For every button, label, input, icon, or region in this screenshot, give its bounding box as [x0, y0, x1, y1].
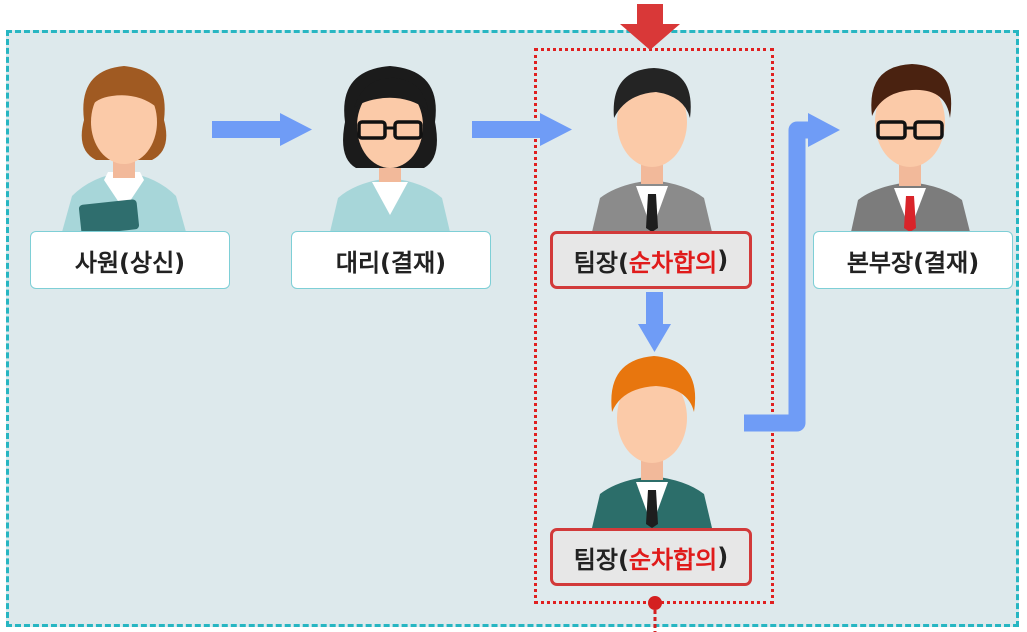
- flow-arrow-assistant-to-leader: [472, 113, 572, 146]
- team-leader-2-label-end: ): [717, 543, 729, 571]
- employee-avatar-icon: [62, 66, 186, 235]
- team-leader-2-avatar-icon: [592, 356, 712, 528]
- flow-arrow-leader-down: [638, 292, 671, 352]
- flow-arrow-employee-to-assistant: [212, 113, 312, 146]
- assistant-avatar-icon: [330, 66, 450, 232]
- team-leader-2-label: 팀장(순차합의): [550, 528, 752, 586]
- team-leader-2-label-highlight: 순차합의: [628, 545, 718, 574]
- team-leader-2-label-main: 팀장(: [573, 545, 629, 574]
- flow-arrow-leader2-to-head: [744, 113, 840, 432]
- team-leader-1-label: 팀장(순차합의): [550, 231, 752, 289]
- team-leader-1-avatar-icon: [592, 68, 712, 232]
- team-leader-1-label-highlight: 순차합의: [628, 248, 718, 277]
- bottom-connector-icon: [648, 596, 662, 632]
- employee-label-text: 사원(상신): [74, 248, 186, 277]
- division-head-label-text: 본부장(결재): [846, 248, 980, 277]
- team-leader-1-label-end: ): [717, 246, 729, 274]
- team-leader-1-label-main: 팀장(: [573, 248, 629, 277]
- division-head-avatar-icon: [851, 64, 970, 232]
- entry-arrow-icon: [620, 4, 680, 50]
- assistant-label: 대리(결재): [291, 231, 491, 289]
- division-head-label: 본부장(결재): [813, 231, 1013, 289]
- assistant-label-text: 대리(결재): [335, 248, 447, 277]
- employee-label: 사원(상신): [30, 231, 230, 289]
